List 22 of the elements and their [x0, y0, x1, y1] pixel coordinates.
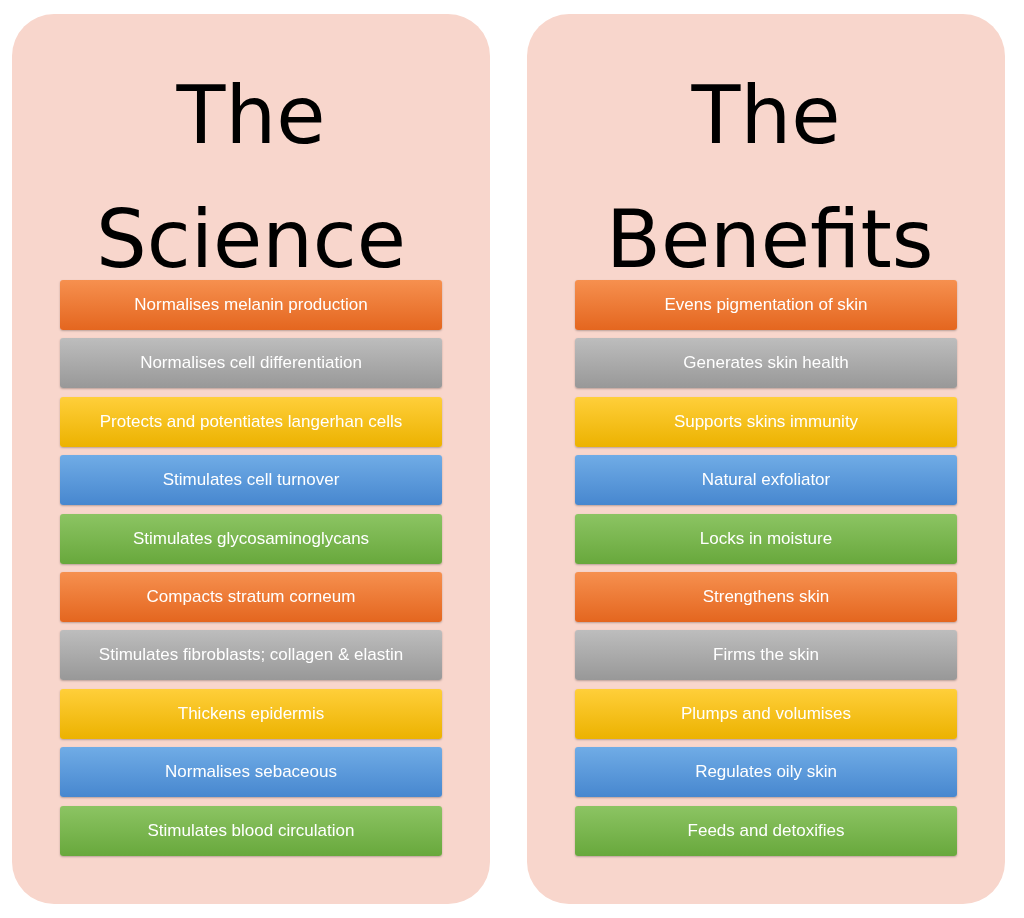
item-bar: Thickens epidermis [60, 688, 442, 739]
item-bar: Stimulates blood circulation [60, 805, 442, 856]
item-bar: Regulates oily skin [575, 747, 957, 798]
item-bar: Evens pigmentation of skin [575, 280, 957, 330]
item-bar: Feeds and detoxifies [575, 805, 957, 856]
item-bar: Normalises cell differentiation [60, 338, 442, 389]
panel-card [527, 14, 1005, 904]
panel-card [12, 14, 490, 904]
item-bar: Natural exfoliator [575, 455, 957, 506]
item-bar: Normalises sebaceous [60, 747, 442, 798]
item-bar: Compacts stratum corneum [60, 572, 442, 622]
item-bar: Protects and potentiates langerhan cells [60, 396, 442, 447]
item-bar: Plumps and volumises [575, 688, 957, 739]
item-bar: Stimulates glycosaminoglycans [60, 513, 442, 564]
item-bar: Supports skins immunity [575, 396, 957, 447]
item-bar: Generates skin health [575, 338, 957, 389]
item-bar: Stimulates fibroblasts; collagen & elastin [60, 630, 442, 681]
item-bar: Strengthens skin [575, 572, 957, 622]
item-bar: Locks in moisture [575, 513, 957, 564]
item-bar: Normalises melanin production [60, 280, 442, 330]
item-bar: Firms the skin [575, 630, 957, 681]
item-bar: Stimulates cell turnover [60, 455, 442, 506]
